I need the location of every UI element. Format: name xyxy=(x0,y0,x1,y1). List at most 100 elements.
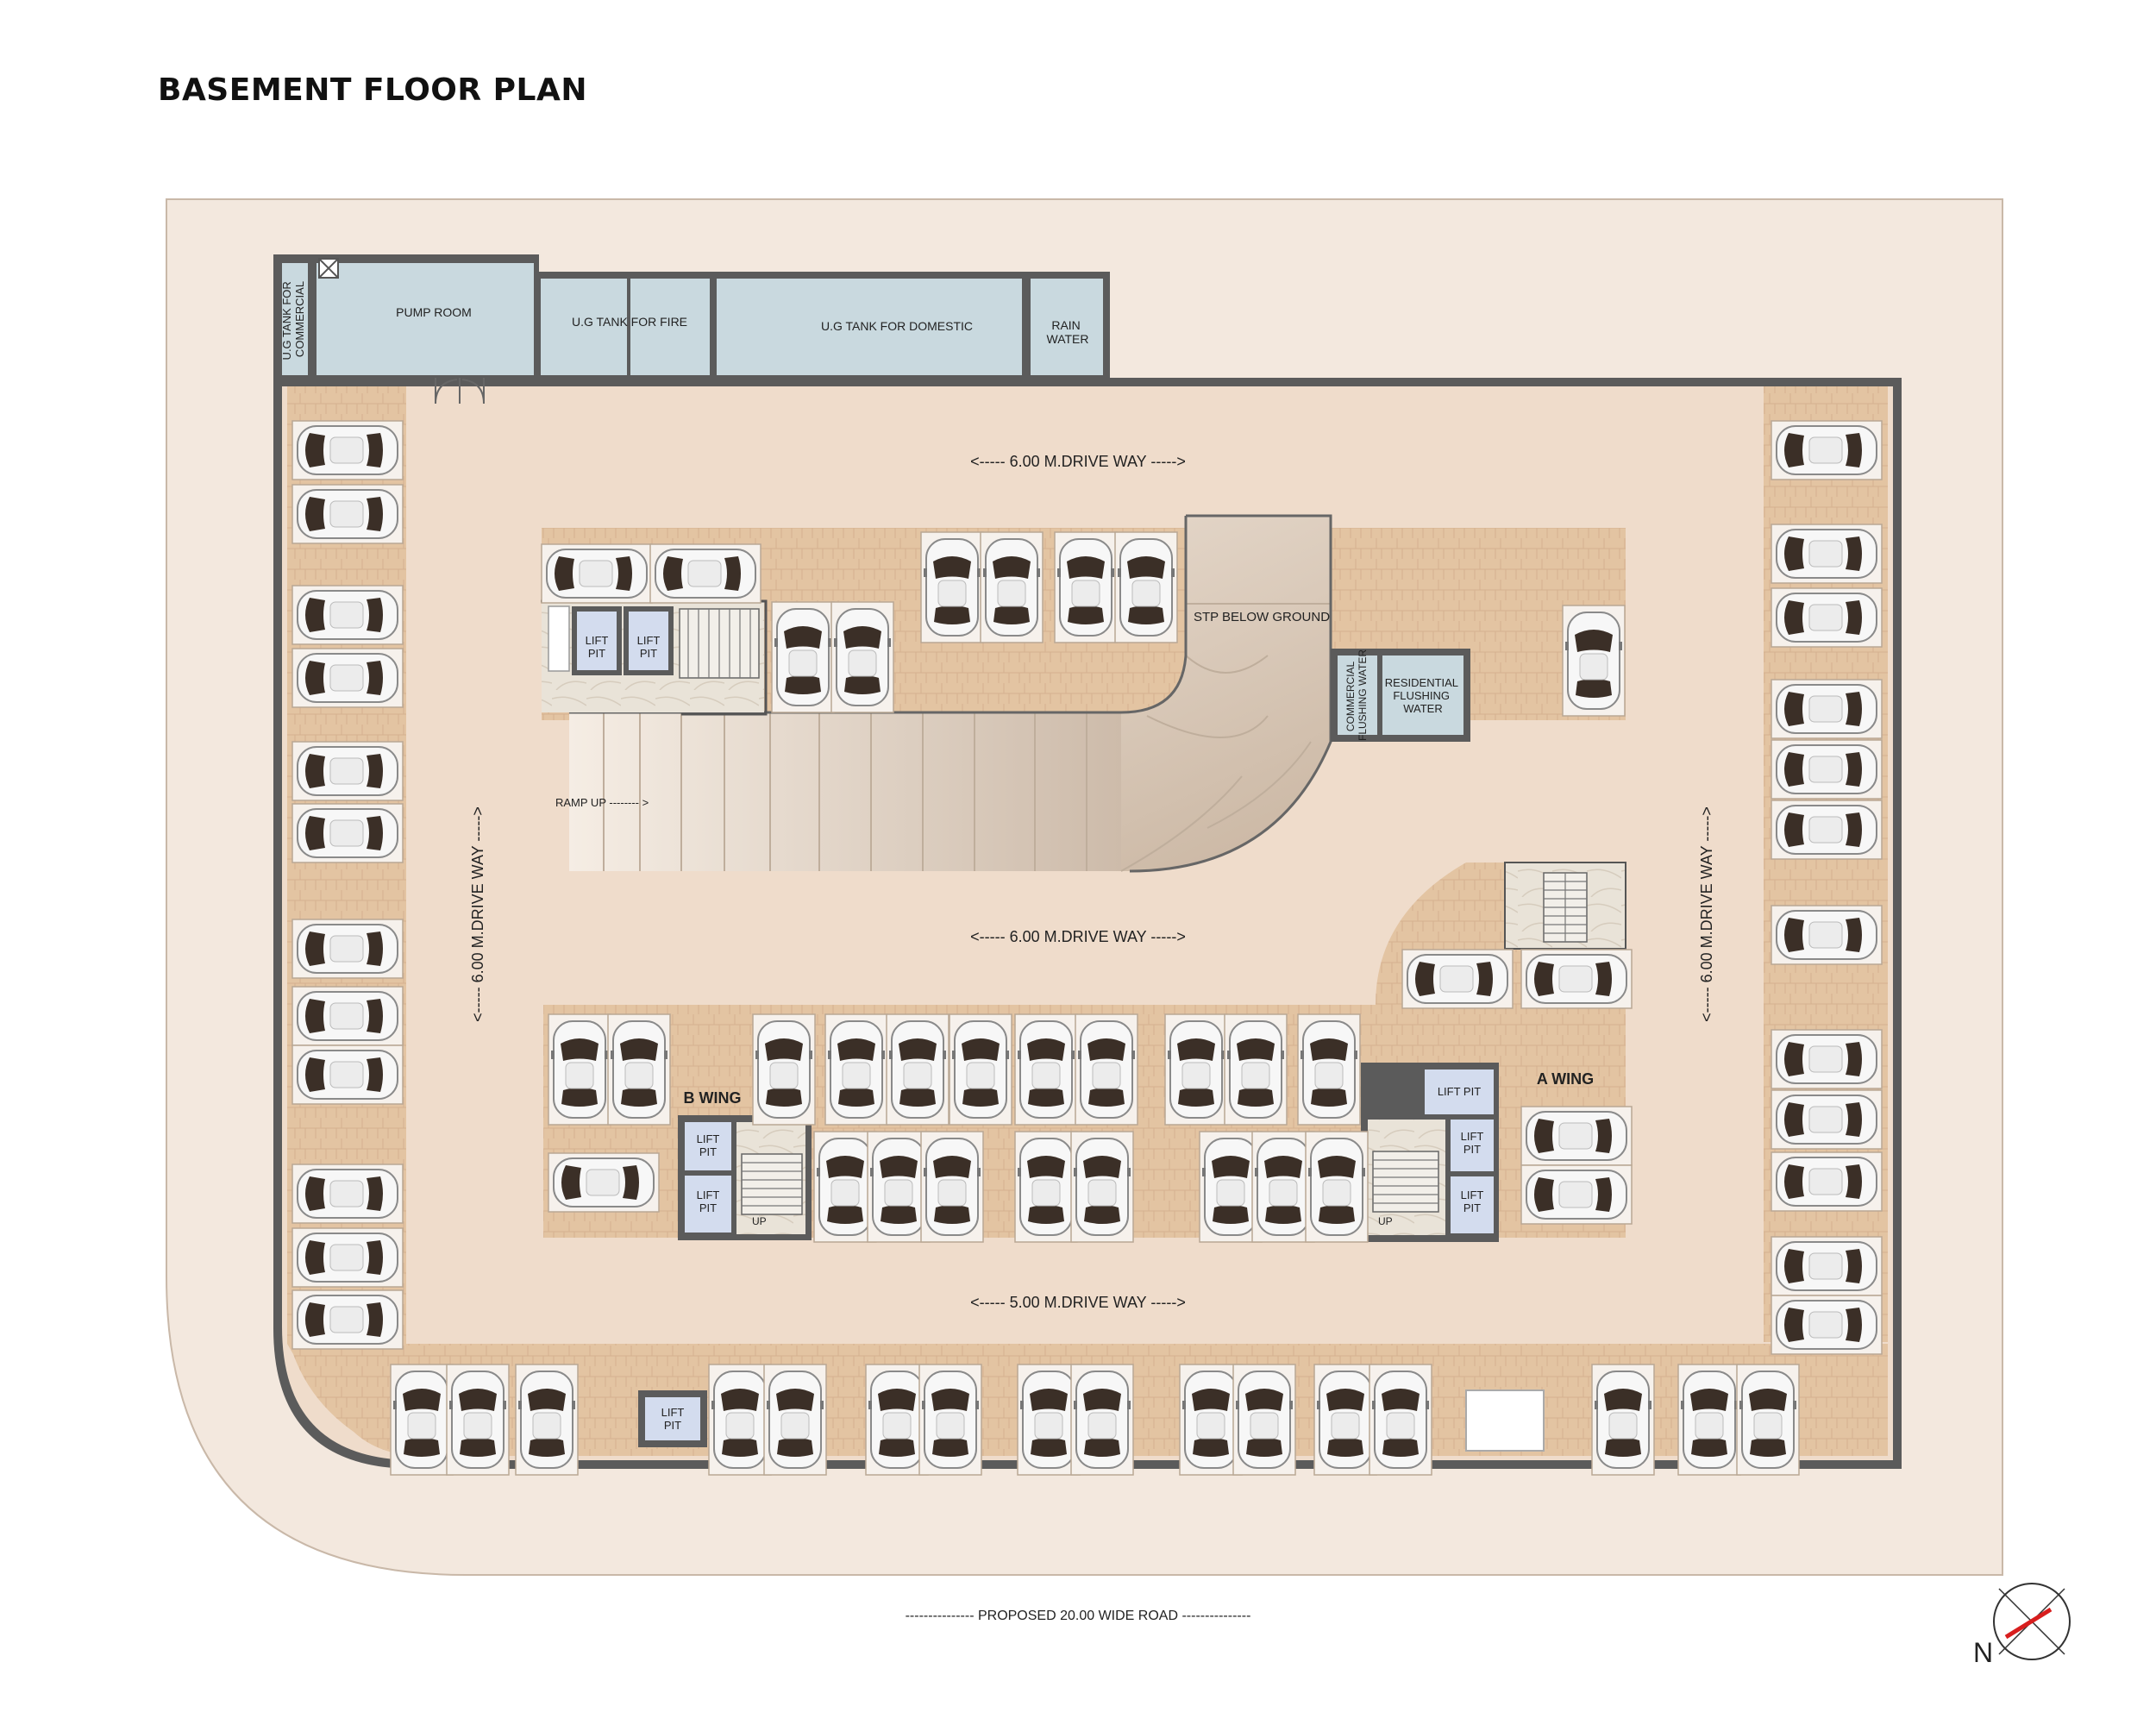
car-icon xyxy=(827,1020,886,1119)
car-icon xyxy=(1776,910,1877,960)
car-icon xyxy=(1371,1371,1430,1469)
car-icon xyxy=(1526,954,1627,1004)
car-icon xyxy=(1077,1020,1136,1119)
ramp xyxy=(569,514,1332,873)
driveway-left-label: <----- 6.00 M.DRIVE WAY -----> xyxy=(469,806,486,1022)
car-icon xyxy=(1776,1157,1877,1207)
car-icon xyxy=(1776,805,1877,855)
door-icon xyxy=(435,378,485,405)
driveway-bottom-label: <----- 5.00 M.DRIVE WAY -----> xyxy=(970,1294,1186,1311)
car-icon xyxy=(1776,1241,1877,1291)
car-icon xyxy=(297,489,398,539)
driveway-right-label: <----- 6.00 M.DRIVE WAY -----> xyxy=(1698,806,1715,1022)
driveway-top-label: <----- 6.00 M.DRIVE WAY -----> xyxy=(970,453,1186,470)
car-icon xyxy=(766,1371,824,1469)
ug-tank-fire-label: U.G TANK FOR FIRE xyxy=(572,315,687,329)
b-wing-label: B WING xyxy=(684,1089,742,1107)
car-icon xyxy=(923,538,981,637)
car-icon xyxy=(1017,1020,1075,1119)
car-icon xyxy=(816,1138,874,1236)
driveway-middle-label: <----- 6.00 M.DRIVE WAY -----> xyxy=(970,928,1186,945)
car-icon xyxy=(297,924,398,974)
car-icon xyxy=(833,608,892,706)
road-label: --------------- PROPOSED 20.00 WIDE ROAD… xyxy=(906,1609,1251,1623)
car-icon xyxy=(1776,425,1877,475)
ramp-up-label: RAMP UP -------- > xyxy=(555,796,649,809)
car-icon xyxy=(553,1157,655,1208)
car-icon xyxy=(297,1169,398,1219)
car-icon xyxy=(888,1020,947,1119)
car-icon xyxy=(951,1020,1010,1119)
car-icon xyxy=(1235,1371,1294,1469)
car-icon xyxy=(1117,538,1175,637)
commercial-flushing-label: COMMERCIAL FLUSHING WATER xyxy=(1344,649,1369,741)
car-icon xyxy=(1017,1138,1075,1236)
car-icon xyxy=(1073,1371,1131,1469)
staircase-icon xyxy=(1372,1151,1439,1213)
car-icon xyxy=(297,1233,398,1283)
residential-flushing-label: RESIDENTIAL FLUSHING WATER xyxy=(1385,676,1461,715)
car-icon xyxy=(711,1371,769,1469)
car-icon xyxy=(1776,684,1877,734)
ug-tank-domestic-label: U.G TANK FOR DOMESTIC xyxy=(821,319,973,333)
pump-room-label: PUMP ROOM xyxy=(396,305,472,319)
car-icon xyxy=(297,425,398,475)
north-arrow-icon xyxy=(1993,1583,2071,1660)
car-icon xyxy=(1776,529,1877,579)
car-icon xyxy=(297,1050,398,1100)
car-icon xyxy=(1307,1138,1366,1236)
page-title: BASEMENT FLOOR PLAN xyxy=(158,72,587,108)
car-icon xyxy=(923,1138,981,1236)
car-icon xyxy=(1680,1371,1739,1469)
car-icon xyxy=(1056,538,1115,637)
car-icon xyxy=(869,1138,928,1236)
car-icon xyxy=(392,1371,451,1469)
car-icon xyxy=(1254,1138,1313,1236)
north-label: N xyxy=(1973,1637,1993,1668)
car-icon xyxy=(610,1020,668,1119)
car-icon xyxy=(1201,1138,1260,1236)
a-wing-label: A WING xyxy=(1537,1070,1594,1088)
car-icon xyxy=(297,808,398,858)
car-icon xyxy=(1167,1020,1225,1119)
car-icon xyxy=(755,1020,813,1119)
car-icon xyxy=(982,538,1041,637)
service-block xyxy=(273,254,1110,378)
car-icon xyxy=(1300,1020,1358,1119)
car-icon xyxy=(1226,1020,1285,1119)
car-icon xyxy=(1407,954,1508,1004)
car-icon xyxy=(297,746,398,796)
staircase-icon xyxy=(679,608,760,679)
car-icon xyxy=(546,549,648,599)
car-icon xyxy=(921,1371,980,1469)
car-icon xyxy=(1776,1095,1877,1145)
car-icon xyxy=(1776,744,1877,794)
car-icon xyxy=(1526,1111,1627,1161)
car-icon xyxy=(1181,1371,1240,1469)
car-icon xyxy=(1073,1138,1131,1236)
car-icon xyxy=(297,1295,398,1345)
car-icon xyxy=(1594,1371,1652,1469)
up-label: UP xyxy=(1378,1215,1393,1227)
stp-label: STP BELOW GROUND xyxy=(1194,610,1330,624)
up-label: UP xyxy=(752,1215,767,1227)
car-icon xyxy=(550,1020,609,1119)
ug-tank-commercial-label: U.G TANK FOR COMMERCIAL xyxy=(280,279,306,361)
car-icon xyxy=(1564,612,1623,710)
car-icon xyxy=(1739,1371,1797,1469)
car-icon xyxy=(1776,1300,1877,1350)
car-icon xyxy=(1019,1371,1078,1469)
car-icon xyxy=(448,1371,507,1469)
parking-cars xyxy=(291,420,1883,1476)
car-icon xyxy=(297,653,398,703)
car-icon xyxy=(1776,593,1877,643)
staircase-icon xyxy=(1543,872,1588,943)
